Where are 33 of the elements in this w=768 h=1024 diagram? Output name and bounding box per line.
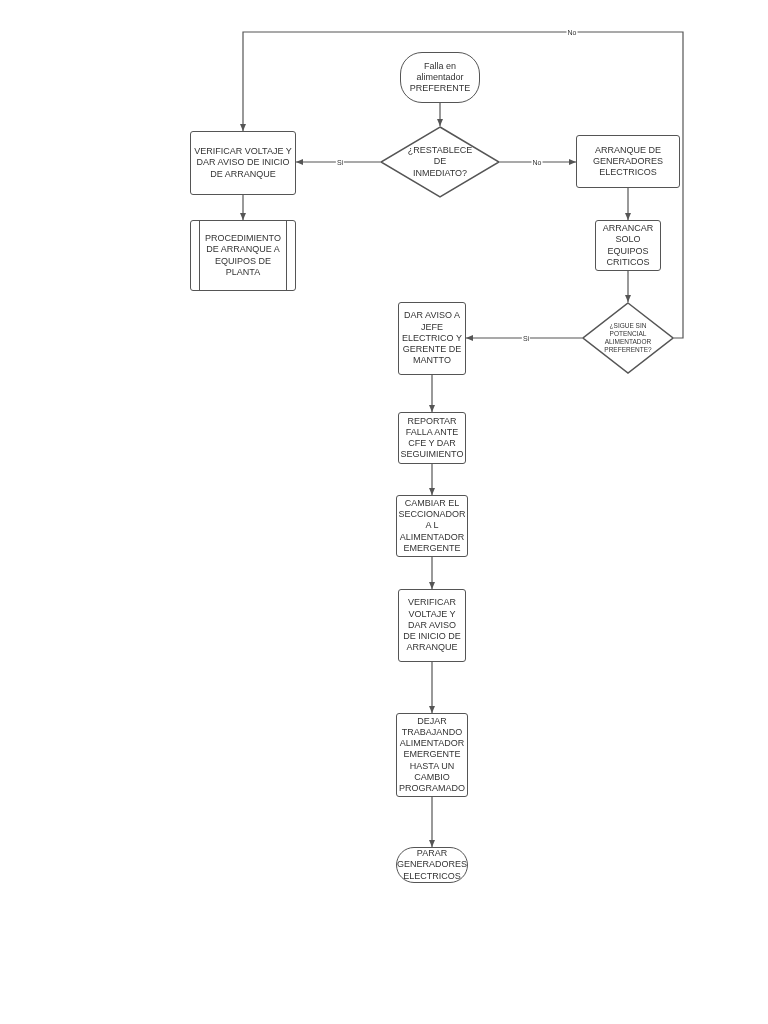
- node-text: DEJAR TRABAJANDO ALIMENTADOR EMERGENTE HASTA UN CAMBIO PROGRAMADO: [398, 715, 466, 795]
- decision-diamond: [380, 126, 500, 198]
- arrow: [429, 463, 435, 496]
- arrow: [625, 270, 631, 303]
- process-box: [398, 589, 466, 662]
- process-box: [576, 135, 680, 188]
- arrow: [429, 661, 435, 714]
- node-text: ARRANQUE DE GENERADORES ELECTRICOS: [592, 144, 664, 179]
- arrow: [240, 31, 684, 339]
- arrow: [437, 102, 443, 127]
- node-text: Falla en alimentador PREFERENTE: [408, 60, 472, 95]
- node-text: ¿RESTABLECE DE INMEDIATO?: [406, 145, 474, 179]
- node-text: VERIFICAR VOLTAJE Y DAR AVISO DE INICIO DE ARRANQUE: [402, 597, 462, 654]
- node-text: VERIFICAR VOLTAJE Y DAR AVISO DE INICIO DE ARRANQUE: [193, 146, 293, 180]
- arrow: [295, 159, 381, 165]
- process-box: [398, 302, 466, 375]
- node-text: DAR AVISO A JEFE ELECTRICO Y GERENTE DE MANTTO: [401, 310, 463, 367]
- decision-diamond: [582, 302, 674, 374]
- arrow: [625, 187, 631, 221]
- terminal-shape: [400, 52, 480, 103]
- arrow: [429, 796, 435, 848]
- node-text: PARAR GENERADORES ELECTRICOS: [396, 848, 468, 882]
- node-text: CAMBIAR EL SECCIONADOR A L ALIMENTADOR EMERGENTE: [397, 497, 467, 555]
- arrow: [240, 194, 246, 221]
- node-text: PROCEDIMIENTO DE ARRANQUE A EQUIPOS DE PLANTA: [204, 233, 282, 278]
- arrow: [429, 374, 435, 413]
- process-box: [595, 220, 661, 271]
- subprocess-box: [190, 220, 296, 291]
- node-text: ARRANCAR SOLO EQUIPOS CRITICOS: [601, 223, 655, 268]
- arrow: [429, 556, 435, 590]
- process-box: [190, 131, 296, 195]
- node-text: REPORTAR FALLA ANTE CFE Y DAR SEGUIMIENTO: [399, 415, 465, 461]
- arrow: [465, 335, 583, 341]
